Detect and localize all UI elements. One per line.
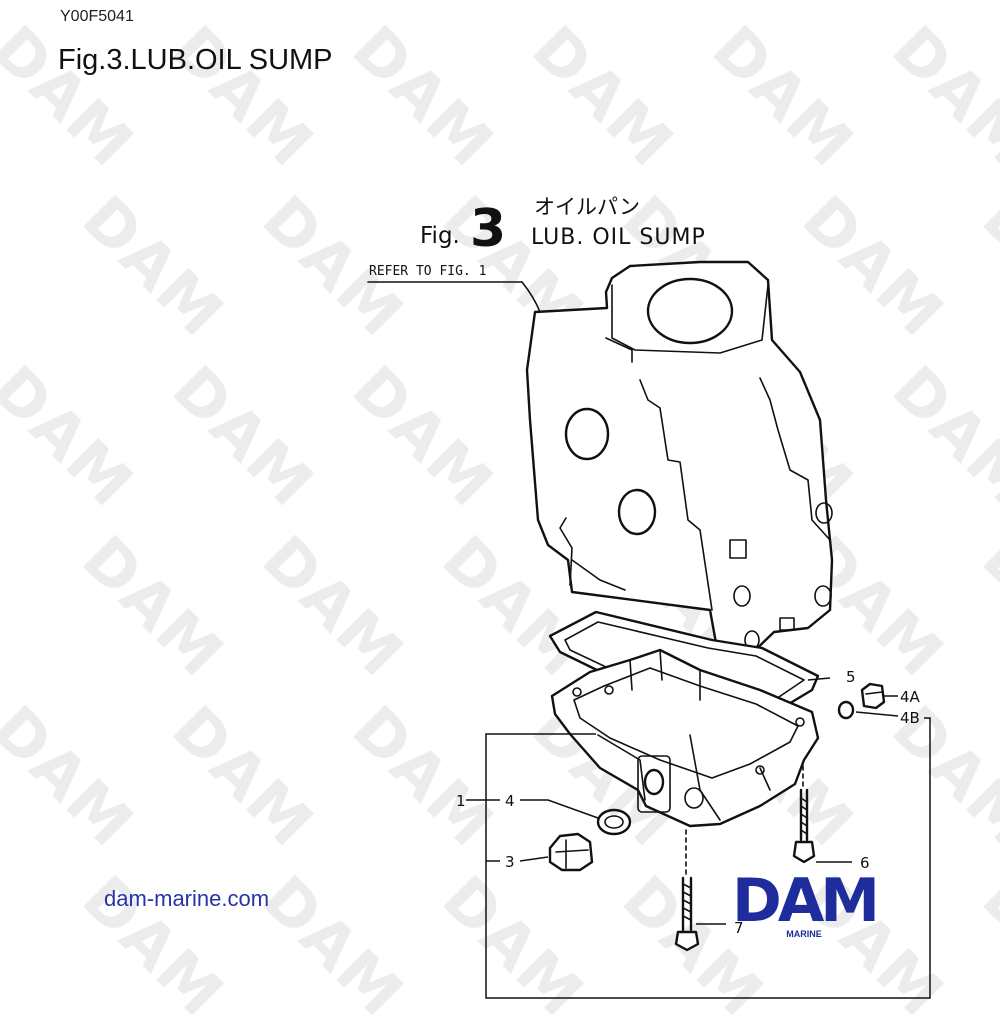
gasket-washer — [596, 808, 632, 836]
title-japanese: オイルパン — [534, 195, 640, 219]
fig-number: 3 — [470, 199, 506, 259]
oil-pan — [550, 648, 820, 828]
bolt-6 — [792, 788, 816, 864]
bolt-7 — [674, 829, 700, 952]
fig-prefix: Fig. — [420, 223, 460, 249]
drain-plug — [548, 832, 594, 872]
title-english: LUB. OIL SUMP — [531, 225, 706, 250]
refer-leader — [521, 281, 541, 313]
callout-3: 3 — [505, 853, 515, 871]
leader-lines — [466, 677, 931, 999]
logo-subtext: MARINE — [786, 929, 822, 939]
refer-note: REFER TO FIG. 1 — [369, 264, 486, 279]
callout-4: 4 — [505, 792, 515, 810]
engine-block — [525, 260, 834, 667]
plug-and-washer — [837, 682, 886, 720]
callout-5: 5 — [846, 668, 856, 686]
parts-diagram: Fig. 3 オイルパン LUB. OIL SUMP REFER TO FIG.… — [367, 195, 931, 999]
dam-marine-logo: DAM MARINE — [712, 866, 896, 944]
callout-6: 6 — [860, 854, 870, 872]
website-link[interactable]: dam-marine.com — [104, 886, 270, 911]
callout-1: 1 — [456, 792, 466, 810]
callout-4a: 4A — [900, 688, 921, 706]
callout-7: 7 — [734, 919, 744, 937]
page-title: Fig.3.LUB.OIL SUMP — [58, 44, 333, 76]
document-code: Y00F5041 — [60, 8, 134, 25]
logo-text: DAM — [732, 866, 880, 936]
callout-4b: 4B — [900, 709, 920, 727]
